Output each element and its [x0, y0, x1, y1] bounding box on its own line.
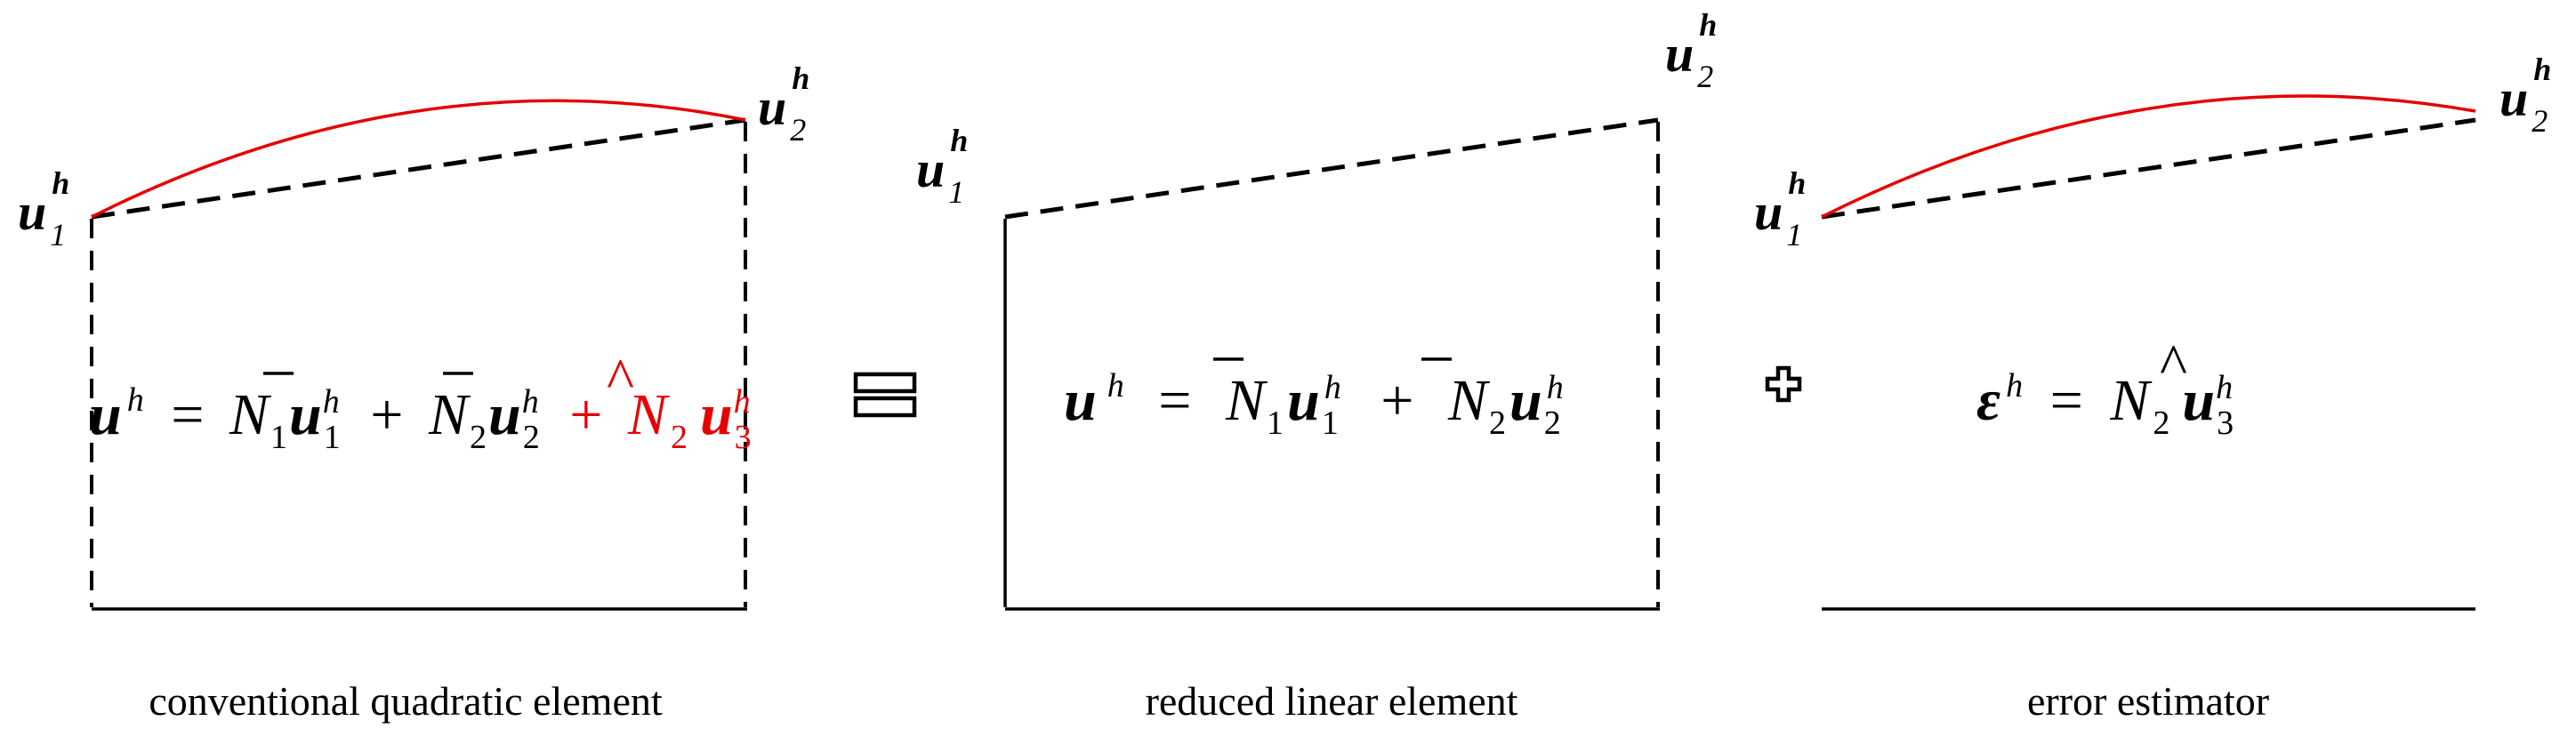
linear-interpolation-line	[1821, 117, 2476, 220]
hat-accent-estimator: ^	[2160, 332, 2187, 397]
linear-interpolation-line	[1004, 117, 1659, 220]
equals-symbol	[853, 372, 917, 418]
caption-conventional: conventional quadratic element	[149, 678, 663, 724]
equals-bar-top	[853, 372, 917, 394]
caption-reduced: reduced linear element	[1146, 678, 1518, 724]
hat-accent-conventional: ^	[607, 347, 634, 412]
caption-estimator: error estimator	[2027, 678, 2269, 724]
linear-interpolation-line	[91, 117, 746, 220]
bubble-curve	[1821, 94, 2476, 219]
plus-symbol	[1765, 365, 1802, 403]
equals-bar-bottom	[853, 396, 917, 418]
quadratic-curve	[91, 99, 746, 219]
